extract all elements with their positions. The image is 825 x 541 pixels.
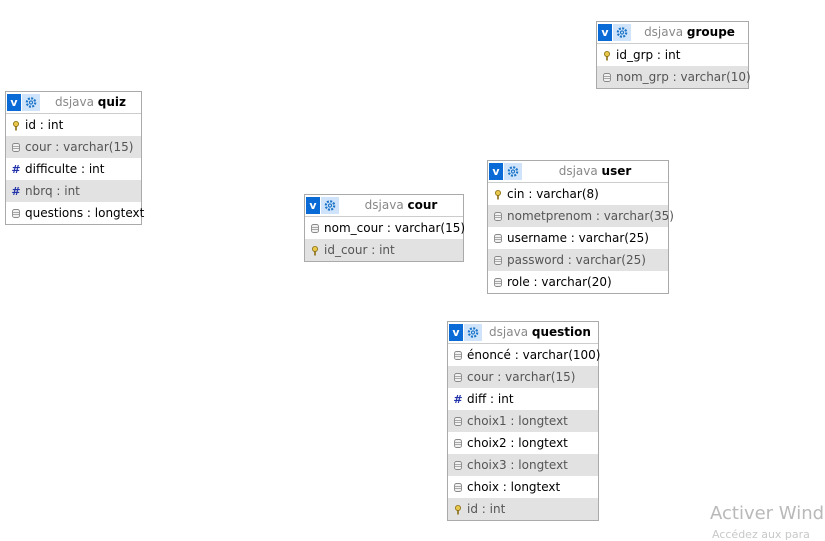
number-icon: # [11,185,21,198]
gear-icon[interactable] [321,197,339,214]
column-icon [453,410,463,432]
table-title: dsjava question [489,325,591,339]
column-row[interactable]: choix1 : longtext [448,410,598,432]
column-icon [11,136,21,158]
table-header: v dsjava question [448,322,598,344]
column-row[interactable]: id : int [448,498,598,520]
column-row[interactable]: id_cour : int [305,239,463,261]
activation-watermark: Activer Winde [710,503,825,524]
key-icon [11,114,21,136]
column-row[interactable]: nom_cour : varchar(15) [305,217,465,239]
column-icon [493,271,503,293]
toggle-button[interactable]: v [306,197,320,214]
column-icon [453,432,463,454]
table-title: dsjava cour [364,198,438,212]
column-icon [453,454,463,476]
gear-icon[interactable] [504,163,522,180]
table-header: v dsjava quiz [6,92,141,114]
key-icon [493,183,503,205]
column-row[interactable]: id : int [6,114,141,136]
gear-icon[interactable] [22,94,40,111]
toggle-button[interactable]: v [449,324,463,341]
number-icon: # [453,393,463,406]
column-icon [493,205,503,227]
column-row[interactable]: role : varchar(20) [488,271,668,293]
column-row[interactable]: énoncé : varchar(100) [448,344,600,366]
table-user[interactable]: v dsjava user cin : varchar(8) nometpren… [487,160,674,294]
table-quiz[interactable]: v dsjava quiz id : int cour : varchar(15… [5,91,144,225]
column-icon [453,476,463,498]
table-header: v dsjava cour [305,195,463,217]
column-row[interactable]: cour : varchar(15) [6,136,141,158]
gear-icon[interactable] [464,324,482,341]
column-row[interactable]: #nbrq : int [6,180,141,202]
column-row[interactable]: password : varchar(25) [488,249,668,271]
column-icon [11,202,21,224]
column-row[interactable]: #diff : int [448,388,598,410]
column-row[interactable]: cour : varchar(15) [448,366,598,388]
column-icon [602,66,612,88]
column-icon [493,227,503,249]
toggle-button[interactable]: v [598,24,612,41]
column-row[interactable]: choix : longtext [448,476,598,498]
table-title: dsjava user [558,164,632,178]
table-question[interactable]: v dsjava question énoncé : varchar(100) … [447,321,600,521]
toggle-button[interactable]: v [7,94,21,111]
table-title: dsjava groupe [644,25,735,39]
table-header: v dsjava groupe [597,22,748,44]
activation-watermark-sub: Accédez aux para [712,528,810,541]
table-title: dsjava quiz [54,95,127,109]
table-header: v dsjava user [488,161,668,183]
key-icon [310,239,320,261]
number-icon: # [11,163,21,176]
column-icon [453,344,463,366]
column-row[interactable]: nom_grp : varchar(10) [597,66,751,88]
table-cour[interactable]: v dsjava cour nom_cour : varchar(15) id_… [304,194,465,262]
column-row[interactable]: choix3 : longtext [448,454,598,476]
column-row[interactable]: questions : longtext [6,202,144,224]
gear-icon[interactable] [613,24,631,41]
table-groupe[interactable]: v dsjava groupe id_grp : int nom_grp : v… [596,21,751,89]
column-icon [453,366,463,388]
toggle-button[interactable]: v [489,163,503,180]
column-row[interactable]: id_grp : int [597,44,748,66]
column-row[interactable]: #difficulte : int [6,158,141,180]
column-row[interactable]: cin : varchar(8) [488,183,668,205]
key-icon [453,498,463,520]
column-icon [493,249,503,271]
column-row[interactable]: username : varchar(25) [488,227,668,249]
column-row[interactable]: choix2 : longtext [448,432,598,454]
column-icon [310,217,320,239]
key-icon [602,44,612,66]
column-row[interactable]: nometprenom : varchar(35) [488,205,674,227]
